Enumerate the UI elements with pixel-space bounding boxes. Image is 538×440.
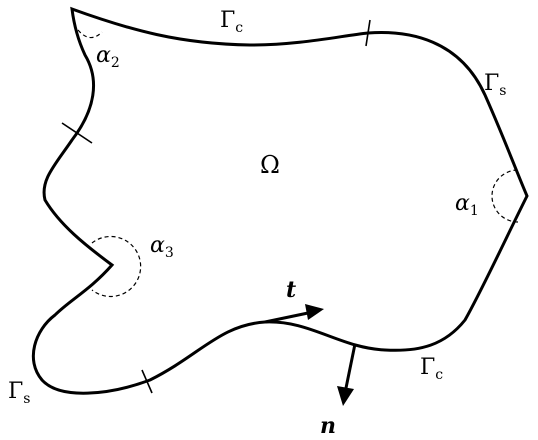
normal-vector-label: n xyxy=(320,413,336,439)
angle-arc-alpha2 xyxy=(77,29,103,39)
tangent-vector-arrowhead xyxy=(305,304,324,320)
angle-arc-alpha1 xyxy=(491,169,519,223)
normal-vector-shaft xyxy=(344,343,357,389)
tangent-vector-shaft xyxy=(264,311,309,324)
symmetry-boundary-left-label: Γs xyxy=(8,379,30,407)
contact-boundary-bottom-label: Γc xyxy=(420,355,443,383)
angle-alpha3-label: α3 xyxy=(150,233,174,261)
boundary-tick-top xyxy=(365,19,371,47)
contact-boundary-top-label: Γc xyxy=(220,8,243,36)
symmetry-boundary-right-label: Γs xyxy=(484,71,506,99)
angle-arc-alpha3 xyxy=(91,235,142,298)
domain-label: Ω xyxy=(260,151,280,179)
boundary-tick-bottom xyxy=(141,369,153,394)
angle-alpha1-label: α1 xyxy=(455,191,479,219)
angle-alpha2-label: α2 xyxy=(96,43,120,71)
normal-vector-arrowhead xyxy=(337,386,354,406)
boundary-tick-left xyxy=(61,122,93,144)
tangent-vector-label: t xyxy=(286,277,296,303)
